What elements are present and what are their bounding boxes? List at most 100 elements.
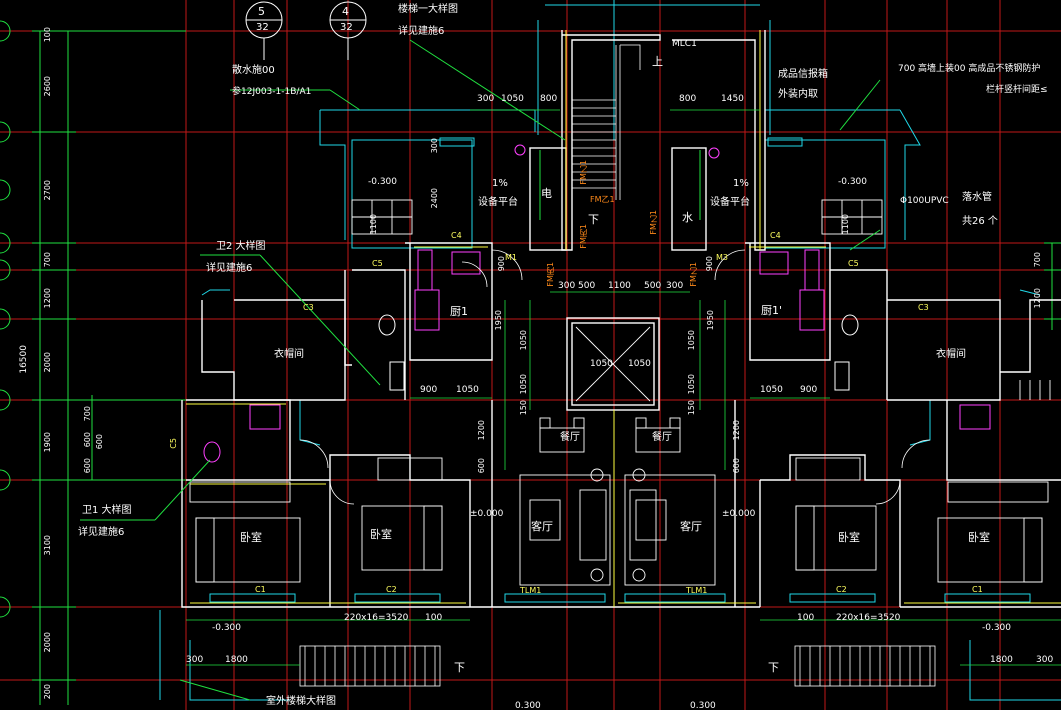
tag-c2b: C2 — [836, 585, 847, 594]
dim-shaft-1050a: 1050 — [590, 359, 613, 369]
dim-v-600a: 600 — [477, 458, 486, 474]
railing-note: 700 高墙上装00 高成品不锈钢防护 — [898, 64, 1041, 74]
dim-v-600b: 600 — [732, 458, 741, 474]
dim-top-300v: 300 — [430, 138, 439, 154]
dim-v-1050b: 1050 — [687, 374, 696, 395]
balcony-steps — [299, 645, 936, 687]
left-dim-9: 2000 — [43, 632, 52, 653]
room-water: 水 — [682, 211, 693, 224]
right-dimension-chain — [1044, 242, 1061, 330]
bath2-detail-note: 卫2 大样图 — [216, 241, 266, 252]
dim-mid-300b: 300 — [666, 281, 684, 291]
dim-top-900b: 900 — [705, 256, 714, 272]
left-dim-total: 16500 — [19, 345, 29, 374]
left-sub-dim-2: 600 — [83, 432, 92, 448]
dim-bottom-300b: 300 — [1036, 655, 1054, 665]
left-dim-7: 1900 — [43, 432, 52, 453]
room-electric: 电 — [541, 187, 552, 200]
mailbox-note-2: 外装内取 — [778, 89, 818, 100]
room-kitchen-left: 厨1 — [450, 305, 468, 318]
dim-top-1050: 1050 — [501, 94, 524, 104]
dim-top-1450: 1450 — [721, 94, 744, 104]
room-living-left: 客厅 — [531, 520, 553, 533]
tag-c4b: C4 — [770, 231, 781, 240]
left-dim-8: 3100 — [43, 535, 52, 556]
dim-top-1100b: 1100 — [841, 214, 850, 235]
bath1-detail-ref: 详见建施6 — [78, 527, 125, 538]
axis-bubbles-left — [0, 20, 11, 618]
tag-c5a: C5 — [372, 259, 383, 268]
level-3: -0.300 — [212, 623, 242, 633]
mlc-tag: MLC1 — [672, 39, 697, 49]
apron-note: 散水施00 — [232, 65, 275, 76]
axis-4-ref: 32 — [340, 22, 353, 33]
room-kitchen-right: 厨1' — [761, 304, 783, 317]
room-bedroom-1: 卧室 — [240, 531, 262, 544]
leader-lines — [80, 39, 881, 701]
tag-fm3: FM乙1 — [649, 210, 658, 235]
drain-pipe-count: 共26 个 — [962, 216, 998, 227]
dim-v-1200a: 1200 — [477, 420, 486, 441]
drain-pipe-label: 落水管 — [962, 192, 992, 203]
room-equip-right: 设备平台 — [710, 197, 750, 208]
tag-m1: M1 — [505, 253, 517, 262]
left-dim-2: 2600 — [43, 76, 52, 97]
tag-c4a: C4 — [451, 231, 462, 240]
dim-top-2400: 2400 — [430, 188, 439, 209]
left-dim-1: 100 — [43, 27, 52, 43]
level-2: -0.300 — [838, 177, 868, 187]
left-dim-3: 2700 — [43, 180, 52, 201]
right-dim-2: 1200 — [1033, 288, 1042, 309]
dim-top-800b: 800 — [679, 94, 697, 104]
wall-inner-lines — [186, 30, 1061, 607]
dim-bottom-300a: 300 — [186, 655, 204, 665]
left-sub-dim-1: 700 — [83, 406, 92, 422]
tag-fm5: FM乙1 — [689, 262, 698, 287]
left-sub-dim-3: 600 — [83, 458, 92, 474]
dim-v-1200b: 1200 — [732, 420, 741, 441]
dim-mid-1050d: 1050 — [760, 385, 783, 395]
level-4: -0.300 — [982, 623, 1012, 633]
tag-fm2: FM丙1 — [579, 224, 588, 249]
left-sub-dim-4: 600 — [95, 434, 104, 450]
level-1: -0.300 — [368, 177, 398, 187]
left-dimension-chain — [32, 30, 186, 705]
dim-top-800a: 800 — [540, 94, 558, 104]
level-7: 0.300 — [515, 701, 541, 710]
bath1-detail-note: 卫1 大样图 — [82, 505, 132, 516]
stair-detail-note: 楼梯一大样图 — [398, 4, 458, 15]
apron-ref: 参12J003-1-1B/A1 — [232, 87, 312, 97]
dim-mid-1050a: 1050 — [519, 330, 528, 351]
toilets — [378, 314, 859, 391]
tag-c5c: C5 — [169, 438, 178, 449]
dim-v-150b: 150 — [687, 400, 696, 416]
room-living-right: 客厅 — [680, 520, 702, 533]
railing-note-2: 栏杆竖杆间距≤ — [986, 85, 1048, 95]
dim-mid-1950b: 1950 — [706, 310, 715, 331]
dim-bottom-1800a: 1800 — [225, 655, 248, 665]
outdoor-stair-note: 室外楼梯大样图 — [266, 696, 336, 707]
slope-right: 1% — [733, 178, 749, 189]
room-bedroom-3: 卧室 — [838, 531, 860, 544]
level-5: ±0.000 — [470, 509, 504, 519]
tag-tlm1a: TLM1 — [520, 586, 542, 595]
room-dining-left: 餐厅 — [560, 432, 580, 443]
stair-down-label: 下 — [588, 213, 599, 226]
dim-top-1100a: 1100 — [369, 214, 378, 235]
room-bedroom-4: 卧室 — [968, 531, 990, 544]
tag-fm1: FM乙1 — [579, 160, 588, 185]
left-dim-5: 1200 — [43, 288, 52, 309]
axis-5-ref: 32 — [256, 22, 269, 33]
tag-tlm1b: TLM1 — [686, 586, 708, 595]
dim-top-300: 300 — [477, 94, 495, 104]
dim-bottom-100b: 100 — [797, 613, 815, 623]
dim-mid-900b: 900 — [800, 385, 818, 395]
room-dining-right: 餐厅 — [652, 432, 672, 443]
dim-v-150a: 150 — [519, 400, 528, 416]
dim-steps-right: 220x16=3520 — [836, 613, 901, 623]
tag-c1a: C1 — [255, 585, 266, 594]
furniture — [189, 199, 1051, 586]
drain-pipe-spec: Φ100UPVC — [900, 196, 949, 206]
